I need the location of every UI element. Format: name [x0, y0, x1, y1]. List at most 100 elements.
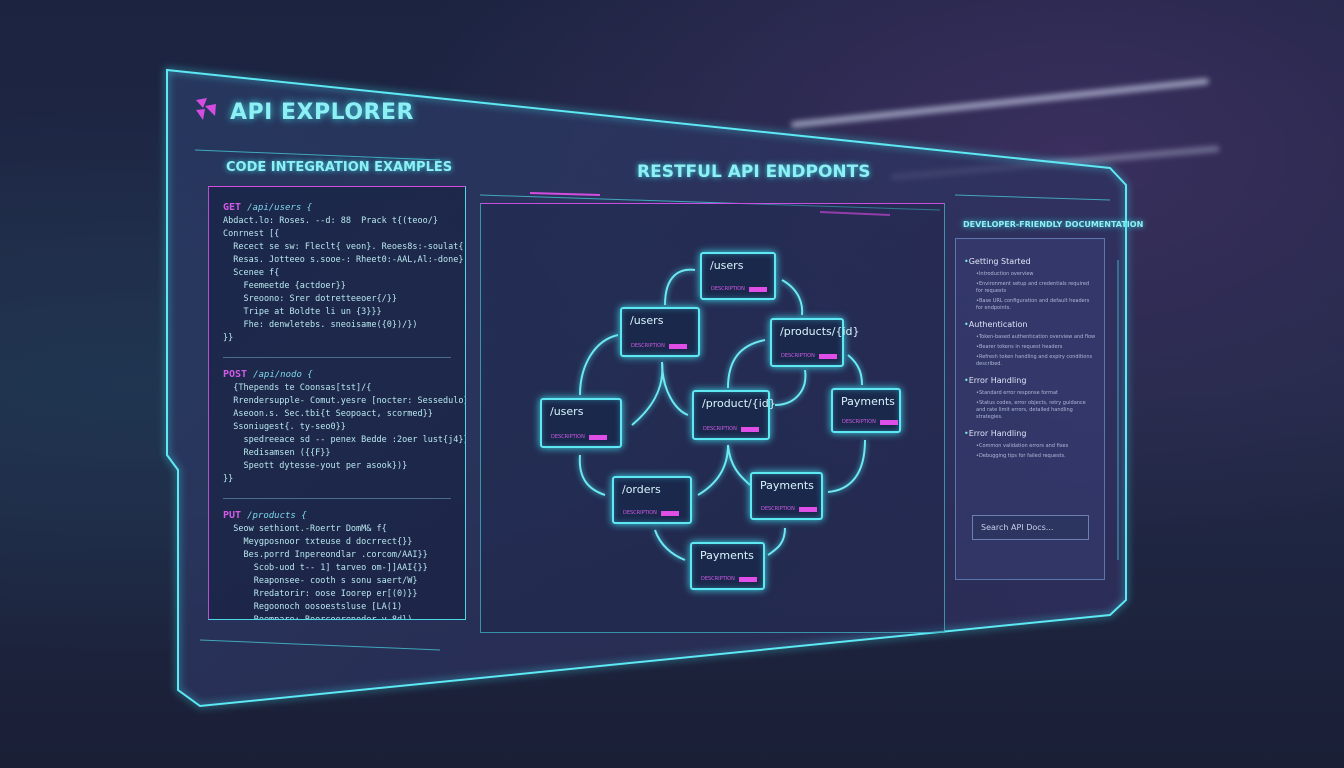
endpoint-description: DESCRIPTION — [551, 434, 607, 440]
method-badge — [668, 343, 687, 349]
code-line: Recect se sw: Fleclt{ veon}. Reoes8s:-so… — [223, 242, 464, 252]
endpoint-description: DESCRIPTION — [703, 426, 759, 432]
code-line: }} — [223, 474, 234, 484]
endpoint-label: /users — [630, 314, 664, 327]
method-badge — [660, 510, 679, 516]
code-line: Resas. Jotteeo s.sooe-: Rheet0:-AAL,Al:-… — [223, 255, 466, 265]
code-line: Speott dytesse-yout per asook})} — [223, 461, 408, 471]
endpoint-sub-label: DESCRIPTION — [842, 419, 876, 425]
endpoint-label: Payments — [700, 549, 754, 562]
code-line: Redisamsen ({{F}} — [223, 448, 331, 458]
docs-item: Debugging tips for failed requests. — [976, 453, 1096, 460]
endpoint-sub-label: DESCRIPTION — [711, 286, 745, 292]
code-method: PUT/products { — [223, 509, 451, 523]
code-line: Scenee f{ — [223, 268, 280, 278]
endpoint-description: DESCRIPTION — [842, 419, 898, 425]
endpoint-label: Payments — [841, 395, 895, 408]
endpoint-label: /users — [710, 259, 744, 272]
docs-item: Refresh token handling and expiry condit… — [976, 354, 1096, 368]
code-line: Abdact.lo: Roses. --d: 88 Prack t{(teoo/… — [223, 216, 438, 226]
endpoint-label: /users — [550, 405, 584, 418]
endpoint-label: Payments — [760, 479, 814, 492]
docs-section-title[interactable]: Error Handling — [964, 376, 1096, 385]
code-line: Bes.porrd Inpereondlar .corcom/AAI}} — [223, 550, 428, 560]
code-line: Regoonoch oosoestsluse [LA(1) — [223, 602, 403, 612]
endpoint-description: DESCRIPTION — [781, 353, 837, 359]
code-line: Feemeetde {actdoer}} — [223, 281, 346, 291]
code-divider — [223, 357, 451, 358]
endpoint-sub-label: DESCRIPTION — [551, 434, 585, 440]
code-line: Tripe at Boldte li un {3}}} — [223, 307, 382, 317]
endpoint-sub-label: DESCRIPTION — [701, 576, 735, 582]
docs-item: Base URL configuration and default heade… — [976, 298, 1096, 312]
code-line: Reaponsee- cooth s sonu saert/W} — [223, 576, 418, 586]
logo-icon — [196, 98, 216, 120]
docs-item: Common validation errors and fixes — [976, 443, 1096, 450]
docs-item: Standard error response format — [976, 390, 1096, 397]
method-badge — [879, 419, 898, 425]
code-line: Roempare: Boorcoerenoder y 8d}) — [223, 615, 413, 620]
docs-section-list: Introduction overviewEnvironment setup a… — [964, 271, 1096, 312]
method-badge — [738, 576, 757, 582]
endpoint-sub-label: DESCRIPTION — [631, 343, 665, 349]
method-label: GET — [223, 202, 242, 213]
docs-section-list: Common validation errors and fixesDebugg… — [964, 443, 1096, 460]
docs-section-title[interactable]: Getting Started — [964, 257, 1096, 266]
code-line: Meygposnoor txteuse d docrrect{}} — [223, 537, 413, 547]
method-label: POST — [223, 369, 248, 380]
docs-item: Status codes, error objects, retry guida… — [976, 400, 1096, 421]
endpoint-description: DESCRIPTION — [701, 576, 757, 582]
code-line: Conrnest [{ — [223, 229, 280, 239]
docs-section-title[interactable]: Error Handling — [964, 429, 1096, 438]
code-line: Sreoono: Srer dotretteeoer{/}} — [223, 294, 397, 304]
endpoint-description: DESCRIPTION — [761, 506, 817, 512]
code-line: Seow sethiont.-Roertr DomM& f{ — [223, 524, 387, 534]
code-examples-box[interactable]: GET/api/users {Abdact.lo: Roses. --d: 88… — [208, 186, 466, 620]
docs-section-title[interactable]: Authentication — [964, 320, 1096, 329]
code-line: Aseoon.s. Sec.tbi{t Seopoact, scormed}} — [223, 409, 433, 419]
endpoint-sub-label: DESCRIPTION — [623, 510, 657, 516]
code-divider — [223, 498, 451, 499]
code-line: spedreeace sd -- penex Bedde :2oer lust{… — [223, 435, 466, 445]
method-badge — [818, 353, 837, 359]
endpoint-node[interactable]: /products/{id} DESCRIPTION — [770, 318, 860, 367]
docs-item: Environment setup and credentials requir… — [976, 281, 1096, 295]
endpoints-heading: RESTFUL API ENDPONTS — [637, 162, 871, 182]
endpoint-description: DESCRIPTION — [623, 510, 679, 516]
method-badge — [748, 286, 767, 292]
code-line: Fhe: denwletebs. sneoisame({0})/}) — [223, 320, 418, 330]
code-line: Scob-uod t-- 1] tarveo om-]]AAI{}} — [223, 563, 428, 573]
code-line: }} — [223, 333, 234, 343]
endpoint-node[interactable]: /product/{id} DESCRIPTION — [692, 390, 776, 440]
code-method: GET/api/users { — [223, 201, 451, 215]
endpoint-sub-label: DESCRIPTION — [703, 426, 737, 432]
method-badge — [740, 426, 759, 432]
method-badge — [588, 434, 607, 440]
code-line: {Thepends te Coonsas[tst]/{ — [223, 383, 372, 393]
code-section-heading: CODE INTEGRATION EXAMPLES — [226, 160, 453, 175]
method-path: /api/users { — [247, 203, 313, 213]
docs-item: Bearer tokens in request headers — [976, 344, 1096, 351]
code-method: POST/api/nodo { — [223, 368, 451, 382]
endpoint-sub-label: DESCRIPTION — [781, 353, 815, 359]
code-line: Rrendersupple- Comut.yesre [nocter: Sess… — [223, 396, 466, 406]
docs-section-list: Token-based authentication overview and … — [964, 334, 1096, 368]
code-line: Rredatorir: oose Ioorep er[(0)}} — [223, 589, 418, 599]
endpoint-label: /product/{id} — [702, 397, 776, 410]
docs-heading: DEVELOPER-FRIENDLY DOCUMENTATION — [963, 220, 1144, 229]
code-line: Ssoniugest{. ty-seo0}} — [223, 422, 346, 432]
ceiling-light — [790, 78, 1210, 128]
endpoint-sub-label: DESCRIPTION — [761, 506, 795, 512]
method-label: PUT — [223, 510, 242, 521]
docs-search-input[interactable]: Search API Docs... — [972, 515, 1089, 540]
docs-item: Token-based authentication overview and … — [976, 334, 1096, 341]
endpoint-label: /products/{id} — [780, 325, 860, 338]
app-title: API EXPLORER — [230, 100, 414, 125]
